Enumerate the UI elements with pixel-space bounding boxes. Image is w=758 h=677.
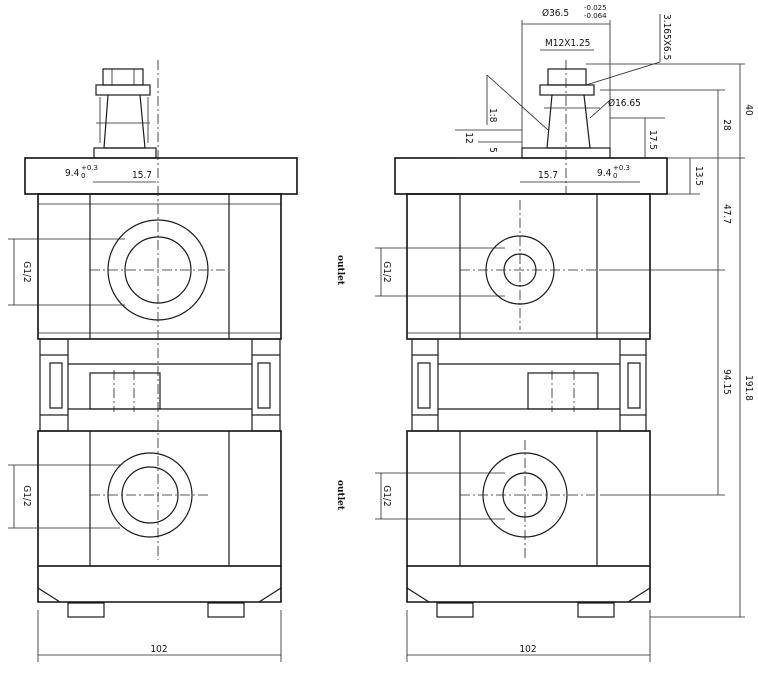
right-offset-dim: 15.7	[538, 170, 558, 181]
taper-dim: 1:8	[487, 108, 498, 123]
spline-dim: 3.165X6.5	[661, 14, 672, 60]
dim-5: 5	[487, 147, 498, 153]
left-port-upper-label: G1/2	[21, 261, 32, 282]
left-port-lower-label: G1/2	[21, 485, 32, 506]
right-view: Ø36.5 -0.025 -0.064 M12X1.25 3.165X6.5 Ø…	[375, 4, 754, 662]
dim-12: 12	[463, 132, 474, 143]
svg-text:0: 0	[81, 172, 85, 180]
left-view: G1/2 G1/2 9.4 +0.3 0 15.7 102 outlet out…	[8, 60, 345, 662]
right-port-dims: G1/2 G1/2	[375, 247, 505, 520]
right-key-dims: 15.7 9.4 +0.3 0	[520, 164, 640, 183]
dim-47-7: 47.7	[721, 204, 732, 224]
dim-28: 28	[721, 119, 732, 131]
dim-40: 40	[743, 104, 754, 116]
left-lower-body	[37, 430, 282, 618]
left-shaft	[93, 68, 157, 159]
dim-191-8: 191.8	[743, 375, 754, 401]
thread-dim: M12X1.25	[545, 38, 590, 49]
left-upper-body	[37, 193, 282, 340]
right-lower-body	[406, 430, 651, 618]
dim-17-5: 17.5	[647, 130, 658, 150]
left-key-dim: 9.4	[65, 168, 80, 179]
left-key-dims: 9.4 +0.3 0 15.7	[65, 164, 156, 183]
dim-13-5: 13.5	[693, 166, 704, 186]
left-offset-dim: 15.7	[132, 170, 152, 181]
right-width-dim: 102	[406, 610, 651, 662]
svg-text:0: 0	[613, 172, 617, 180]
right-top-dims: Ø36.5 -0.025 -0.064 M12X1.25 3.165X6.5 Ø…	[455, 4, 672, 159]
right-side-dims: 40 28 13.5 47.7 94.15 191.8	[586, 63, 754, 618]
right-upper-body	[406, 193, 651, 340]
left-width-dim: 102	[37, 610, 282, 662]
left-width-label: 102	[150, 644, 167, 655]
right-key-dim: 9.4	[597, 168, 612, 179]
svg-text:-0.025: -0.025	[584, 4, 607, 12]
svg-text:+0.3: +0.3	[613, 164, 630, 172]
right-port-lower-label: G1/2	[381, 485, 392, 506]
right-middle	[411, 338, 647, 432]
dim-94-15: 94.15	[721, 369, 732, 395]
svg-text:-0.064: -0.064	[584, 12, 607, 20]
left-outlet-upper: outlet	[335, 255, 345, 286]
svg-text:+0.3: +0.3	[81, 164, 98, 172]
right-port-upper-label: G1/2	[381, 261, 392, 282]
left-middle	[39, 338, 281, 432]
left-outlet-lower: outlet	[335, 480, 345, 511]
shaft-dia-dim: Ø36.5	[542, 7, 569, 19]
right-width-label: 102	[519, 644, 536, 655]
dia-16-dim: Ø16.65	[608, 97, 641, 109]
left-port-dims: G1/2 G1/2	[8, 238, 125, 529]
